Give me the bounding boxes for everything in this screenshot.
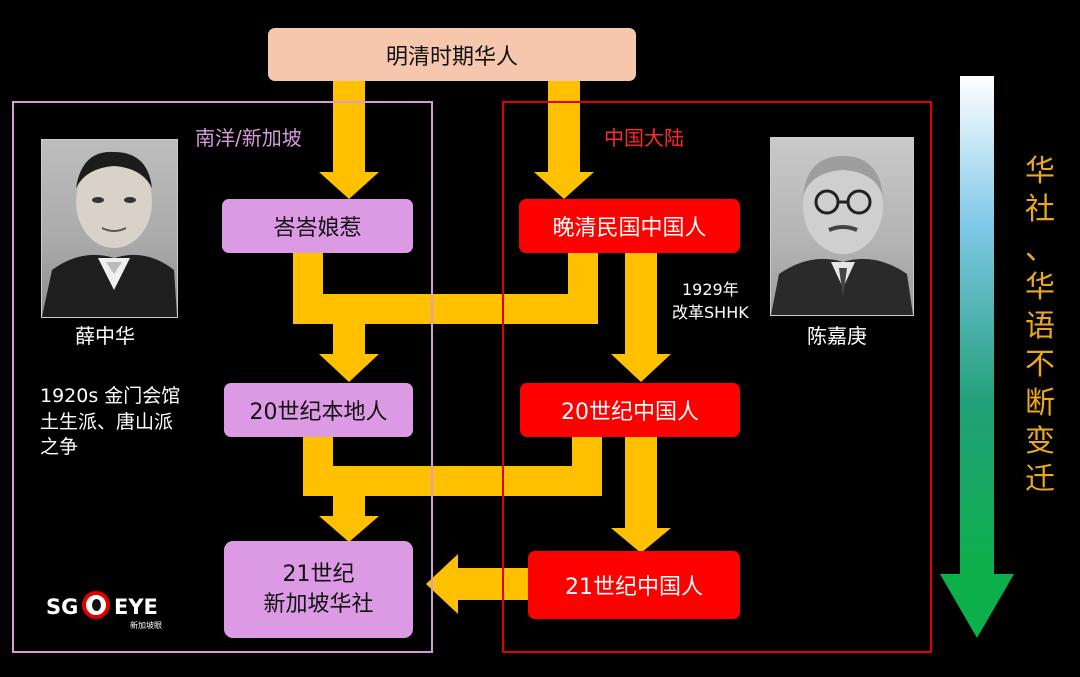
- person-right-name: 陈嘉庚: [807, 324, 867, 348]
- logo-subtitle: 新加坡眼: [130, 621, 162, 630]
- side-char-6: 不: [1025, 347, 1055, 383]
- arrow-top-to-late-qing: [548, 80, 580, 175]
- side-text-col2: 、 华 语 不 断 变 迁: [1020, 231, 1060, 500]
- portrait-left-photo: [41, 139, 178, 318]
- note-right-line1: 1929年: [681, 280, 739, 299]
- timeline-gradient-arrow: [940, 76, 1014, 638]
- portrait-right-photo: [770, 137, 914, 316]
- portrait-left-figure: [42, 151, 177, 317]
- arrowhead-chinese-20c: [611, 354, 671, 382]
- arrowhead-peranakan: [319, 172, 379, 199]
- note-right: 1929年 改革SHHK: [672, 278, 749, 324]
- arrowhead-community-21c: [319, 516, 379, 542]
- logo-text-sg: SG: [46, 595, 79, 619]
- region-nanyang: [12, 101, 433, 653]
- sg-eye-logo: SG EYE 新加坡眼: [46, 591, 176, 631]
- arrow-late-qing-to-20c-stem: [625, 252, 657, 356]
- node-local-20c: 20世纪本地人: [224, 383, 413, 437]
- arrowhead-left: [426, 554, 458, 614]
- node-ming-qing-chinese: 明清时期华人: [268, 28, 636, 81]
- node-community-21c-line1: 21世纪: [282, 561, 355, 587]
- node-chinese-20c: 20世纪中国人: [520, 383, 740, 437]
- arrow-merge-2-stem: [333, 466, 365, 518]
- arrowhead-chinese-21c: [611, 528, 671, 553]
- side-text-col1: 华 社: [1020, 153, 1060, 230]
- node-late-qing-chinese: 晚清民国中国人: [519, 199, 740, 253]
- side-char-8: 变: [1025, 423, 1055, 459]
- side-char-4: 华: [1025, 270, 1055, 306]
- node-community-21c: 21世纪 新加坡华社: [224, 541, 413, 638]
- node-peranakan: 峇峇娘惹: [222, 199, 413, 253]
- side-char-1: 华: [1025, 154, 1055, 189]
- note-left-line3: 之争: [40, 436, 79, 459]
- node-community-21c-line2: 新加坡华社: [263, 591, 374, 617]
- side-char-7: 断: [1025, 385, 1055, 421]
- side-char-9: 迁: [1025, 462, 1055, 498]
- timeline-arrow-shaft: [960, 76, 994, 576]
- arrow-20c-to-21c-stem: [625, 436, 657, 530]
- timeline-arrowhead: [940, 574, 1014, 638]
- person-left-name: 薛中华: [75, 324, 135, 348]
- note-left-line1: 1920s 金门会馆: [40, 385, 181, 407]
- region-nanyang-label: 南洋/新加坡: [195, 126, 302, 150]
- logo-eye-icon: [82, 591, 110, 619]
- portrait-right-figure: [771, 156, 913, 315]
- arrowhead-local-20c: [319, 354, 379, 382]
- side-char-2: 社: [1025, 192, 1055, 228]
- side-char-3: 、: [1025, 232, 1055, 267]
- note-left-line2: 土生派、唐山派: [40, 410, 174, 433]
- note-right-line2: 改革SHHK: [672, 303, 749, 323]
- arrow-left-stem: [455, 568, 530, 600]
- arrowhead-late-qing: [534, 172, 594, 199]
- node-chinese-21c: 21世纪中国人: [528, 551, 740, 619]
- region-china-label: 中国大陆: [604, 126, 684, 150]
- region-china: [502, 101, 932, 653]
- arrow-merge-1-stem: [333, 294, 365, 354]
- side-char-5: 语: [1025, 308, 1055, 344]
- logo-text-eye: EYE: [114, 595, 158, 619]
- arrow-top-to-peranakan: [333, 80, 365, 175]
- note-left: 1920s 金门会馆 土生派、唐山派 之争: [40, 384, 180, 461]
